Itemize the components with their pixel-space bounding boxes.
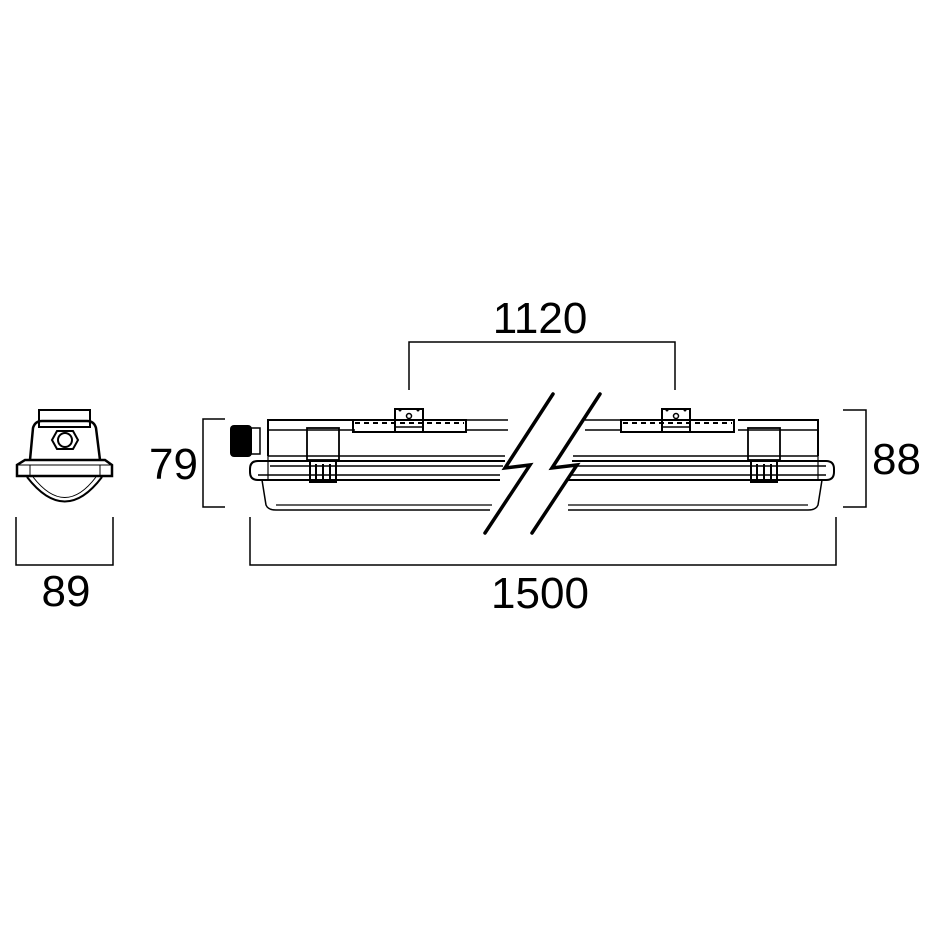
end-view-flange [15,458,114,478]
height-dimension-right: 88 [843,409,921,508]
mounting-rail-left [352,419,467,433]
mount-spacing-dimension-line [408,341,676,390]
body-lines-right [548,419,835,511]
end-view-diffuser [26,476,103,503]
end-view-gland-circle [57,432,73,448]
break-symbol [483,392,602,535]
mounting-clip-right [661,408,691,433]
mount-spacing-label: 1120 [493,294,588,343]
end-view-width-label: 89 [42,567,91,616]
height-dimension-left: 79 [149,418,225,508]
height-left-dimension-line [202,418,225,508]
total-length-label: 1500 [491,569,589,618]
end-view-body [28,419,102,461]
height-right-label: 88 [872,435,921,484]
end-view: 89 [15,409,114,616]
break-line-left [483,392,555,535]
end-view-width-dimension-line [15,517,114,566]
total-length-dimension-line [249,517,837,566]
cable-gland-icon [230,425,252,457]
latch-left [309,460,337,483]
mount-spacing-dimension: 1120 [408,294,676,390]
mounting-rail-right [620,419,735,433]
side-view [230,392,835,535]
latch-housing-right [747,427,781,461]
height-left-label: 79 [149,440,198,489]
height-right-dimension-line [843,409,867,508]
break-line-right [530,392,602,535]
latch-right [750,460,778,483]
end-view-top-cap [38,409,91,428]
body-lines-left [249,419,527,511]
total-length-dimension: 1500 [249,517,837,618]
end-view-gland-hex [50,430,80,450]
latch-housing-left [306,427,340,461]
